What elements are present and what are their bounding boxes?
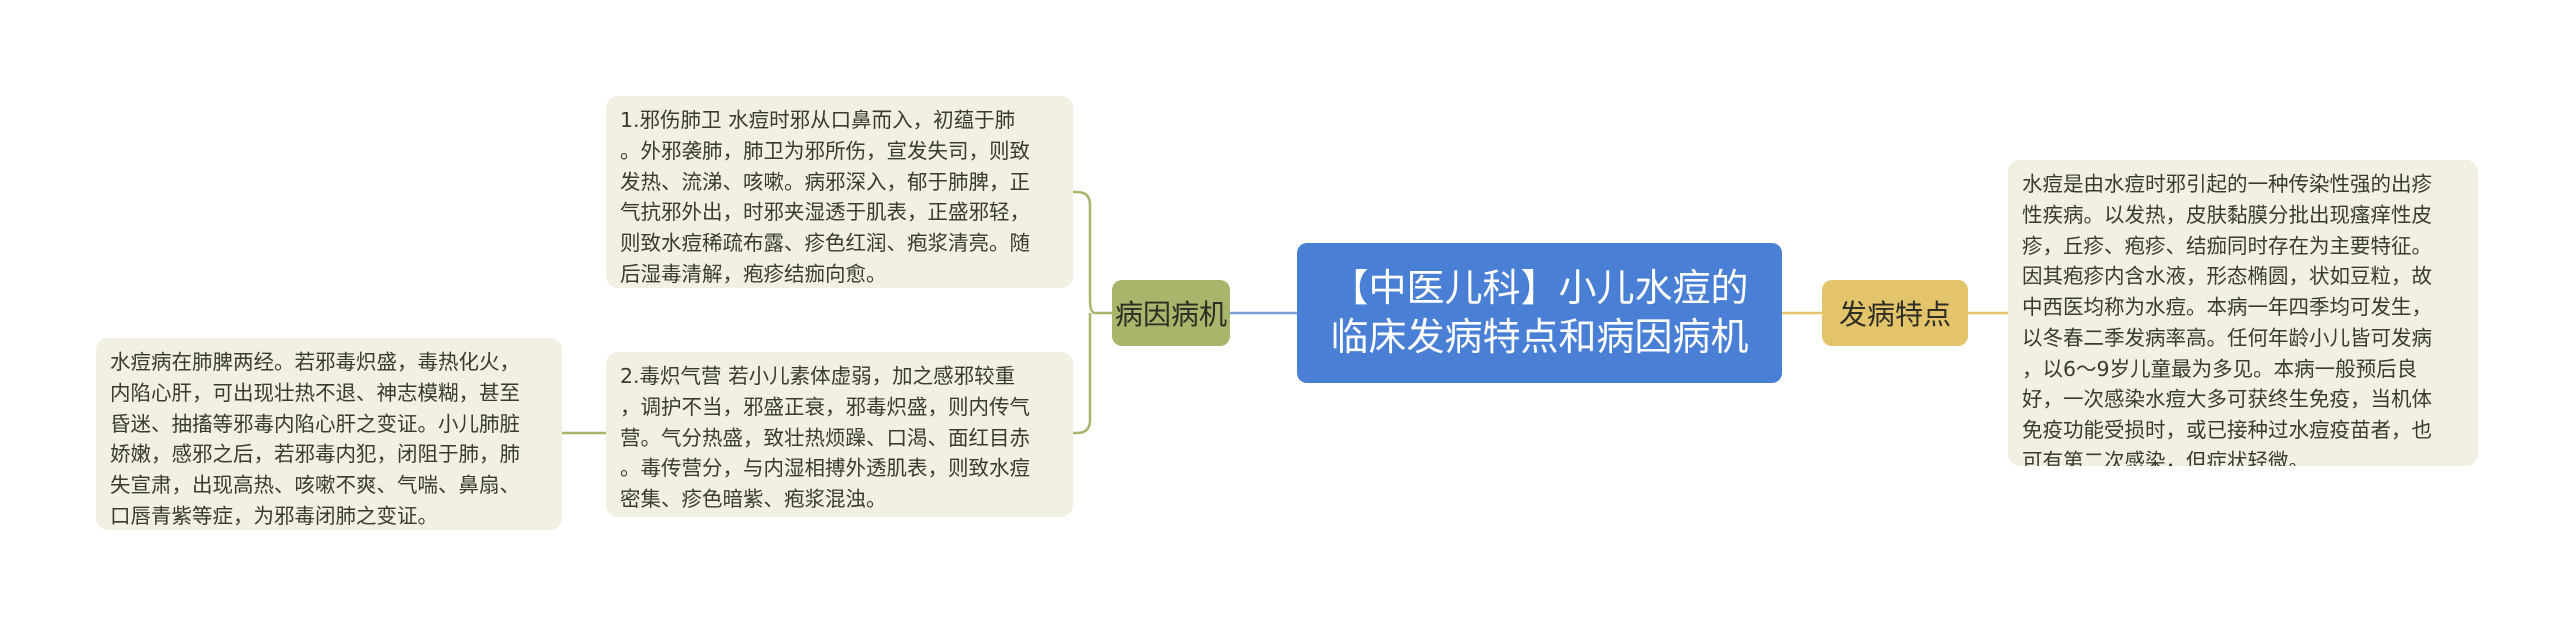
branch-onset-features[interactable]: 发病特点 bbox=[1822, 280, 1968, 346]
branch-cause-mechanism[interactable]: 病因病机 bbox=[1112, 280, 1230, 346]
connector-cause-child-1 bbox=[1073, 190, 1112, 315]
central-topic[interactable]: 【中医儿科】小儿水痘的 临床发病特点和病因病机 bbox=[1297, 243, 1782, 383]
note-toxin-blazing-qi-ying[interactable]: 2.毒炽气营 若小儿素体虚弱，加之感邪较重 ，调护不当，邪盛正衰，邪毒炽盛，则内… bbox=[606, 352, 1073, 517]
note-evil-harms-lung-defense[interactable]: 1.邪伤肺卫 水痘时邪从口鼻而入，初蕴于肺 。外邪袭肺，肺卫为邪所伤，宣发失司，… bbox=[606, 96, 1073, 288]
note-lung-spleen-variant-syndromes[interactable]: 水痘病在肺脾两经。若邪毒炽盛，毒热化火， 内陷心肝，可出现壮热不退、神志模糊，甚… bbox=[96, 338, 562, 530]
connector-cause-child-2 bbox=[1073, 313, 1092, 435]
note-disease-characteristics[interactable]: 水痘是由水痘时邪引起的一种传染性强的出疹 性疾病。以发热，皮肤黏膜分批出现瘙痒性… bbox=[2008, 160, 2478, 466]
